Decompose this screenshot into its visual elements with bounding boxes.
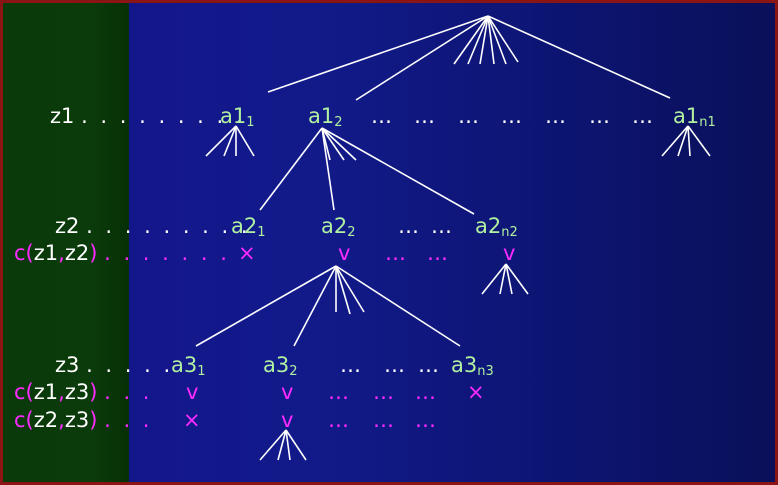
edge-root-stub: [487, 15, 495, 65]
ellipsis: …: [340, 353, 361, 377]
sidebar-panel: [3, 3, 129, 482]
ellipsis: …: [371, 104, 392, 128]
edge-a1-2-a2-n2: [321, 127, 475, 215]
edge-stub: [277, 429, 287, 461]
edge-root-stub: [487, 15, 507, 65]
edge-a2-2-a3-1: [195, 265, 337, 347]
ellipsis: …: [415, 380, 436, 404]
mark-inconsistent: ×: [183, 408, 201, 432]
constraint-c-z1-z2: c(z1,z2) . . . . . . .: [14, 241, 230, 265]
constraint-c-z2-z3: c(z2,z3) . . .: [14, 408, 153, 432]
edge-stub: [205, 125, 237, 157]
edge-stub: [223, 125, 237, 157]
ellipsis: …: [418, 353, 439, 377]
edge-a1-2-a2-2: [321, 127, 335, 211]
ellipsis: …: [431, 214, 452, 238]
edge-stub: [285, 429, 307, 461]
var-z1: z1 . . . . . . . . .: [50, 104, 246, 128]
ellipsis: …: [384, 353, 405, 377]
value-a1-2: a12: [308, 104, 343, 130]
ellipsis: …: [415, 408, 436, 432]
ellipsis: …: [632, 104, 653, 128]
edge-stub: [677, 125, 689, 157]
edge-root-a1-n1: [487, 15, 671, 99]
edge-a1-2-a2-1: [259, 127, 323, 211]
edge-stub: [505, 263, 513, 295]
edge-stub: [285, 429, 291, 461]
edge-root-a1-1: [267, 15, 489, 93]
value-a2-n2: a2n2: [475, 214, 518, 240]
edge-a2-2-a3-2: [293, 265, 337, 347]
ellipsis: …: [328, 380, 349, 404]
ellipsis: …: [545, 104, 566, 128]
edge-stub: [687, 125, 711, 157]
ellipsis: …: [501, 104, 522, 128]
edge-root-stub: [453, 15, 489, 65]
edge-stub: [505, 263, 529, 295]
value-a2-1: a21: [231, 214, 266, 240]
value-a3-2: a32: [263, 353, 298, 379]
edge-root-stub: [479, 15, 489, 65]
mark-consistent: v: [186, 380, 199, 404]
edge-stub: [321, 127, 331, 161]
edge-stub: [335, 265, 351, 315]
ellipsis: …: [328, 408, 349, 432]
ellipsis: …: [373, 380, 394, 404]
edge-stub: [259, 429, 287, 461]
mark-consistent: v: [338, 241, 351, 265]
edge-stub: [481, 263, 507, 295]
edge-stub: [321, 127, 357, 161]
ellipsis: …: [373, 408, 394, 432]
value-a1-n1: a1n1: [673, 104, 716, 130]
edge-stub: [687, 125, 691, 157]
value-a1-1: a11: [220, 104, 255, 130]
ellipsis: …: [589, 104, 610, 128]
var-z3: z3 . . . . .: [55, 353, 174, 377]
value-a3-1: a31: [171, 353, 206, 379]
edge-a2-2-a3-n3: [335, 265, 461, 347]
edge-root-stub: [467, 15, 489, 65]
constraint-c-z1-z3: c(z1,z3) . . .: [14, 380, 153, 404]
edge-stub: [499, 263, 507, 295]
edge-stub: [335, 265, 365, 313]
ellipsis: …: [414, 104, 435, 128]
edge-stub: [661, 125, 689, 157]
mark-inconsistent: ×: [467, 380, 485, 404]
edge-stub: [235, 125, 255, 157]
ellipsis: …: [458, 104, 479, 128]
mark-consistent: v: [281, 408, 294, 432]
edge-root-a1-2: [355, 15, 489, 101]
var-z2: z2 . . . . . . . . .: [55, 214, 251, 238]
mark-inconsistent: ×: [238, 241, 256, 265]
value-a3-n3: a3n3: [451, 353, 494, 379]
ellipsis: …: [385, 241, 406, 265]
ellipsis: …: [427, 241, 448, 265]
mark-consistent: v: [503, 241, 516, 265]
mark-consistent: v: [281, 380, 294, 404]
edge-root-stub: [487, 15, 519, 63]
ellipsis: …: [398, 214, 419, 238]
value-a2-2: a22: [321, 214, 356, 240]
edge-stub: [321, 127, 345, 161]
